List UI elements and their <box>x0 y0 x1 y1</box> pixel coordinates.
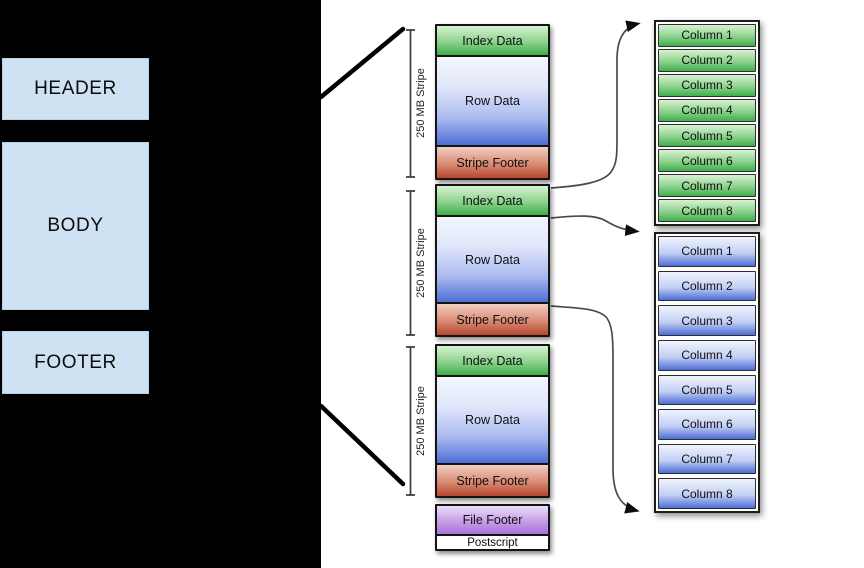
postscript-section: Postscript <box>437 534 548 549</box>
green-column-stack: Column 1 Column 2 Column 3 Column 4 Colu… <box>654 20 760 226</box>
blue-column-7: Column 7 <box>658 443 756 475</box>
blue-column-6: Column 6 <box>658 409 756 440</box>
stripe1-row-data: Row Data <box>437 57 548 145</box>
green-column-8: Column 8 <box>658 199 756 222</box>
file-header-box: HEADER <box>2 58 149 120</box>
stripe-block-2: Index Data Row Data Stripe Footer <box>435 184 550 337</box>
green-column-1: Column 1 <box>658 24 756 47</box>
stripe3-row-data: Row Data <box>437 377 548 463</box>
stripe3-stripe-footer: Stripe Footer <box>437 463 548 496</box>
blue-column-4: Column 4 <box>658 339 756 371</box>
blue-column-5: Column 5 <box>658 374 756 406</box>
stripe1-stripe-footer: Stripe Footer <box>437 145 548 178</box>
arrow-index-to-blue-columns-top <box>550 215 640 237</box>
blue-column-3: Column 3 <box>658 305 756 336</box>
arrow-index-to-green-columns <box>550 20 641 189</box>
stripe1-size-label: 250 MB Stripe <box>415 68 427 138</box>
stripe-block-3: Index Data Row Data Stripe Footer <box>435 344 550 498</box>
file-footer-section: File Footer <box>437 506 548 534</box>
green-column-6: Column 6 <box>658 149 756 172</box>
stripe2-index-data: Index Data <box>437 186 548 217</box>
stripe2-bracket <box>406 190 415 336</box>
green-column-7: Column 7 <box>658 174 756 197</box>
stripe2-row-data: Row Data <box>437 217 548 302</box>
expand-line-bottom <box>318 403 406 487</box>
blue-column-stack: Column 1 Column 2 Column 3 Column 4 Colu… <box>654 232 760 513</box>
file-body-box: BODY <box>2 142 149 310</box>
green-column-4: Column 4 <box>658 99 756 122</box>
stripe-block-1: Index Data Row Data Stripe Footer <box>435 24 550 180</box>
stripe3-size-label: 250 MB Stripe <box>415 386 427 456</box>
expand-line-top <box>318 26 406 100</box>
green-column-3: Column 3 <box>658 74 756 97</box>
blue-column-1: Column 1 <box>658 236 756 267</box>
file-overview-panel: HEADER BODY FOOTER <box>0 0 321 568</box>
stripe3-bracket <box>406 346 415 496</box>
file-footer-block: File Footer Postscript <box>435 504 550 551</box>
green-column-2: Column 2 <box>658 49 756 72</box>
stripe2-stripe-footer: Stripe Footer <box>437 302 548 335</box>
green-column-5: Column 5 <box>658 124 756 147</box>
stripe3-index-data: Index Data <box>437 346 548 377</box>
blue-column-8: Column 8 <box>658 478 756 509</box>
stripe1-bracket <box>406 29 415 178</box>
file-footer-overview-box: FOOTER <box>2 331 149 394</box>
stripe1-index-data: Index Data <box>437 26 548 57</box>
arrow-rowdata-to-blue-columns-bottom <box>550 305 640 514</box>
blue-column-2: Column 2 <box>658 270 756 302</box>
stripe2-size-label: 250 MB Stripe <box>415 228 427 298</box>
